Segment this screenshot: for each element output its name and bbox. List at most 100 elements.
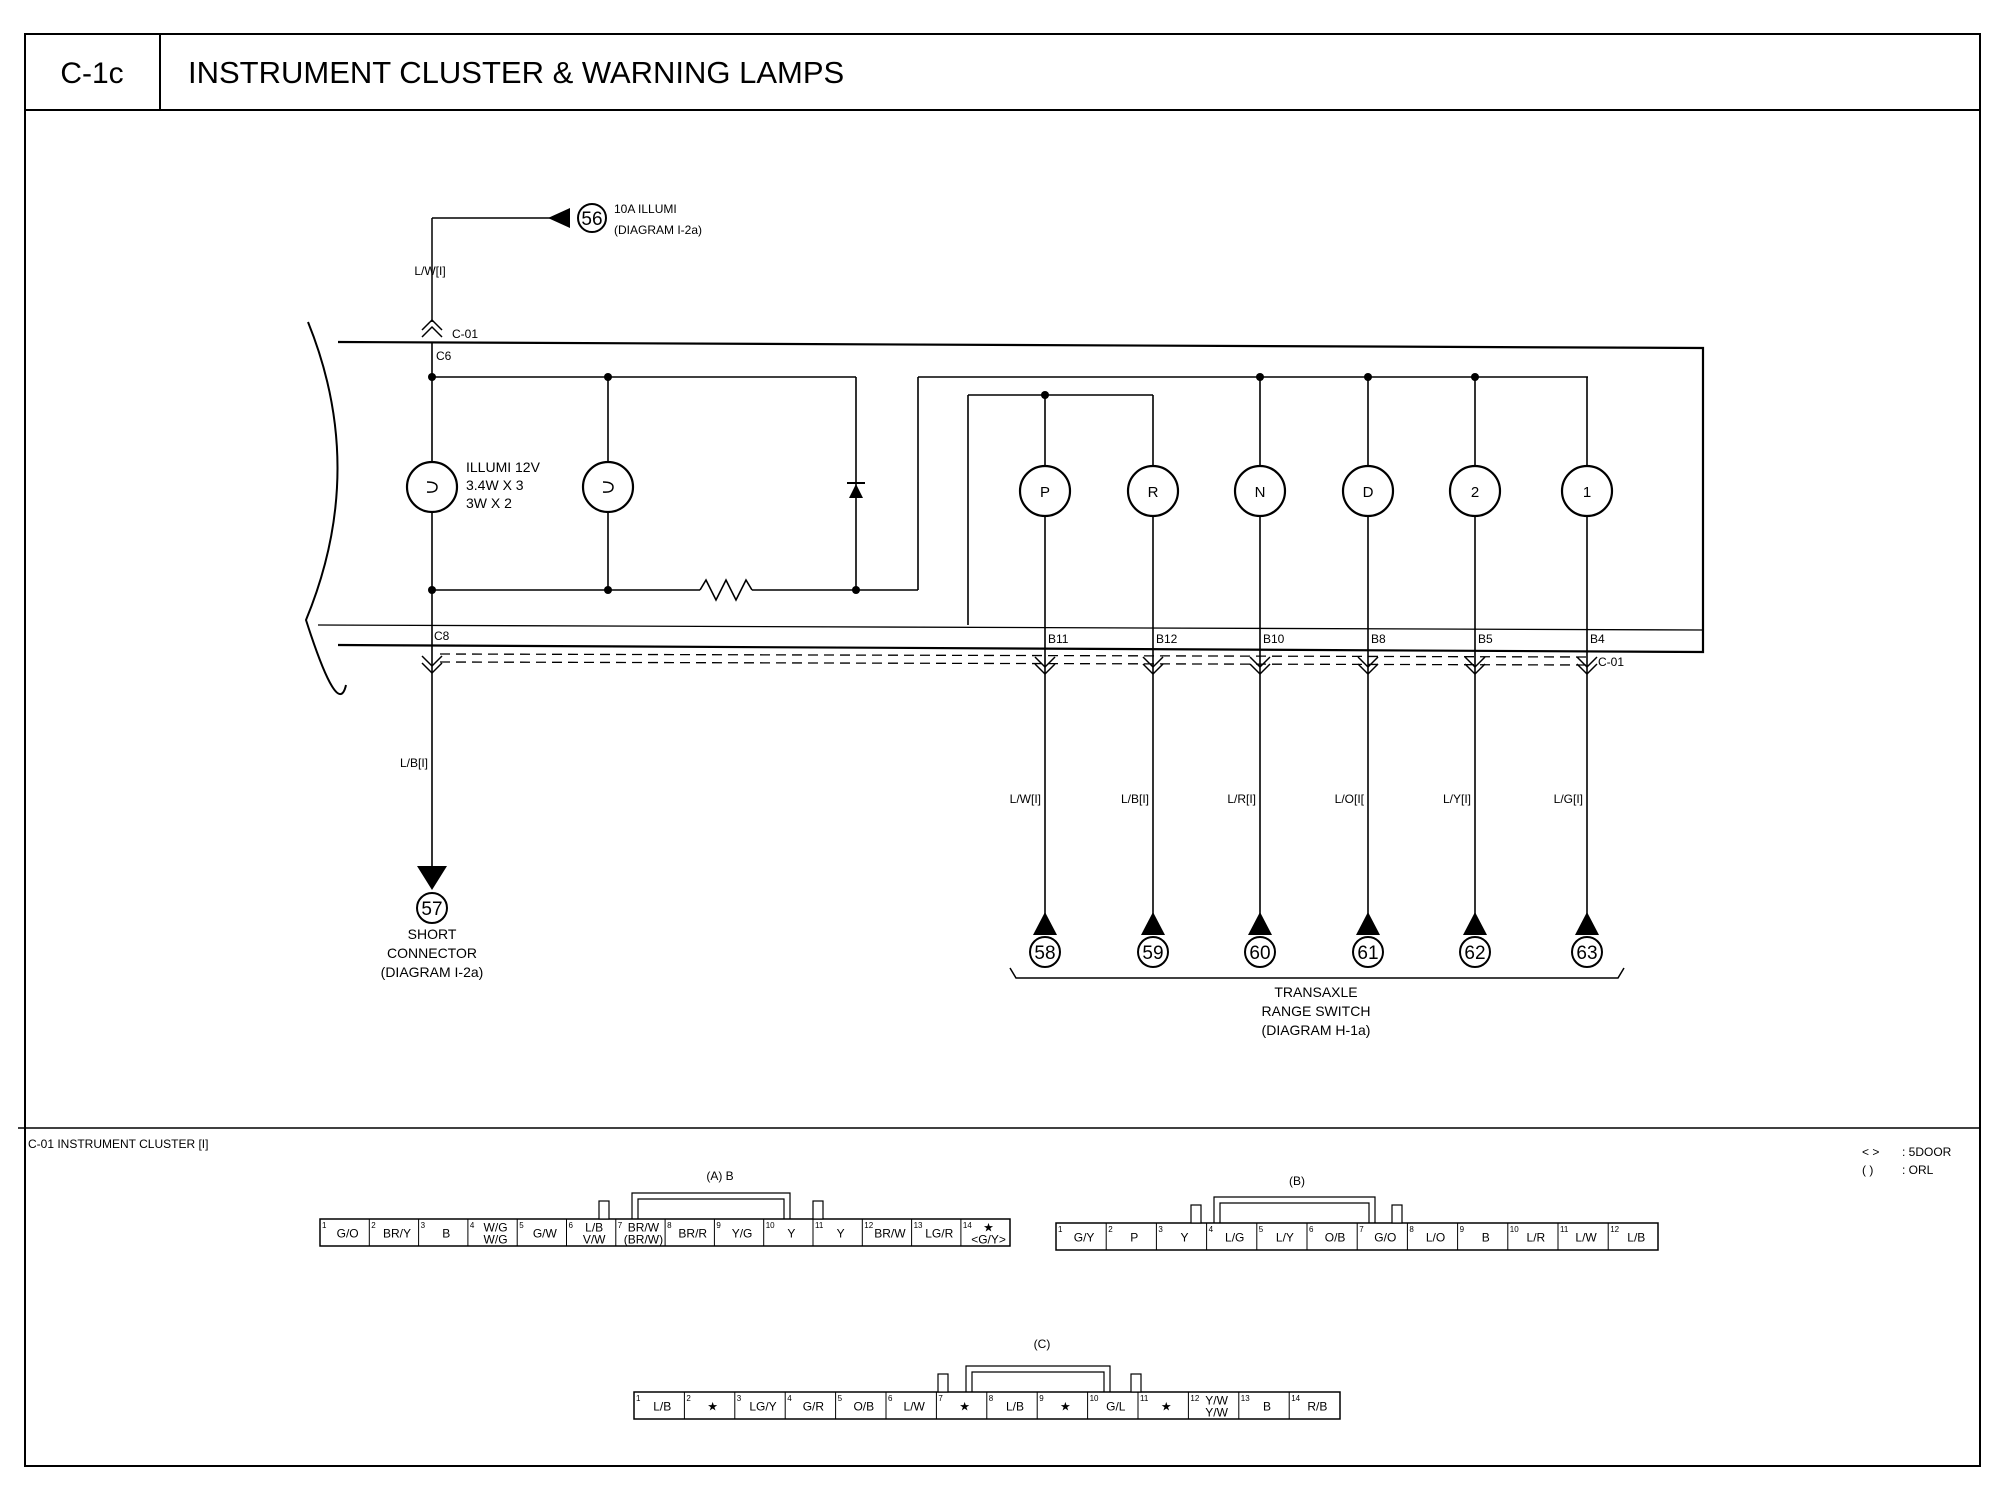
pin-number: 8 bbox=[989, 1394, 994, 1403]
chevron-stroke bbox=[1576, 663, 1598, 676]
pin-number: 11 bbox=[815, 1221, 824, 1230]
chevron-stroke bbox=[1464, 663, 1486, 676]
cluster-boundary bbox=[304, 321, 1705, 696]
lamp-connector-circle bbox=[1459, 936, 1491, 968]
connector-label-right: C-01 bbox=[1598, 655, 1624, 669]
pin-color: L/B bbox=[653, 1400, 671, 1414]
pin-color: G/R bbox=[803, 1400, 825, 1414]
harness-bottom bbox=[431, 645, 1588, 870]
lamp-pin-label: B10 bbox=[1263, 632, 1285, 646]
connector-bracket bbox=[631, 1192, 791, 1219]
pin-color: L/B bbox=[585, 1221, 603, 1235]
pin-color: G/L bbox=[1106, 1400, 1126, 1414]
chevron-stroke bbox=[1249, 663, 1271, 676]
pin-number: 12 bbox=[1610, 1225, 1619, 1234]
chevron-stroke bbox=[1464, 656, 1486, 669]
connector-latch bbox=[1391, 1204, 1403, 1224]
pin-color: (BR/W) bbox=[624, 1233, 663, 1247]
arrow-down-icon bbox=[417, 866, 447, 890]
source-diagram-ref: (DIAGRAM I-2a) bbox=[614, 223, 702, 237]
pin-number: 6 bbox=[569, 1221, 574, 1230]
wire-junctions bbox=[428, 373, 1479, 594]
bulb-filament-icon bbox=[602, 481, 614, 493]
pin-color: L/B bbox=[1627, 1231, 1645, 1245]
connector-chevron-icon bbox=[421, 318, 443, 338]
top-source-connector: 56 bbox=[431, 203, 607, 322]
pin-number: 5 bbox=[519, 1221, 524, 1230]
pin-color: G/W bbox=[533, 1227, 558, 1241]
legend-sym-5door: < > bbox=[1862, 1145, 1879, 1159]
pin-color: L/O bbox=[1426, 1231, 1445, 1245]
pin-color: O/B bbox=[853, 1400, 874, 1414]
pin-color: R/B bbox=[1307, 1400, 1327, 1414]
transaxle-bracket bbox=[1009, 967, 1625, 979]
connector-chevron-icon bbox=[421, 655, 443, 675]
diagram-code: C-1c bbox=[60, 57, 123, 90]
pin-number: 1 bbox=[636, 1394, 641, 1403]
pin-color: BR/Y bbox=[383, 1227, 411, 1241]
lamp-circle bbox=[1341, 464, 1395, 518]
wire-label-top: L/W[I] bbox=[414, 264, 445, 278]
arrow-up-icon bbox=[1575, 912, 1599, 935]
pin-number: 8 bbox=[667, 1221, 672, 1230]
lamp-connector-num: 60 bbox=[1249, 943, 1270, 964]
lamp-spec-2: 3.4W X 3 bbox=[466, 477, 524, 493]
pin-color: Y/W bbox=[1205, 1406, 1228, 1420]
pin-number: 11 bbox=[1560, 1225, 1569, 1234]
warning-lamps: PB11L/W[I]58RB12L/B[I]59NB10L/R[I]60DB8L… bbox=[1010, 464, 1614, 968]
pin-number: 13 bbox=[1241, 1394, 1250, 1403]
illumi-bulb-1 bbox=[405, 460, 459, 514]
pin-number: 6 bbox=[1309, 1225, 1314, 1234]
lamp-wire-label: L/O[I[ bbox=[1335, 792, 1365, 806]
pin-number: 4 bbox=[787, 1394, 792, 1403]
connector-b-label: (B) bbox=[1289, 1174, 1305, 1188]
connector-chevron-icon bbox=[1034, 656, 1056, 676]
pin-color: LG/R bbox=[925, 1227, 953, 1241]
connector-a-label: (A) B bbox=[706, 1169, 733, 1183]
lamp-wire-label: L/B[I] bbox=[1121, 792, 1149, 806]
chevron-stroke bbox=[1357, 656, 1379, 669]
chevron-stroke bbox=[1357, 663, 1379, 676]
pin-color: <G/Y> bbox=[971, 1233, 1006, 1247]
lamp-letter: N bbox=[1255, 484, 1266, 501]
pin-color: L/B bbox=[1006, 1400, 1024, 1414]
pin-number: 3 bbox=[1158, 1225, 1163, 1234]
transaxle-line1: TRANSAXLE bbox=[1274, 984, 1357, 1000]
arrow-up-icon bbox=[1033, 912, 1057, 935]
connector-latch bbox=[937, 1373, 949, 1393]
legend-sym-orl: ( ) bbox=[1862, 1163, 1873, 1177]
pin-color: B bbox=[1263, 1400, 1271, 1414]
pin-color: G/O bbox=[337, 1227, 359, 1241]
pin-number: 7 bbox=[938, 1394, 943, 1403]
pin-color: W/G bbox=[484, 1221, 508, 1235]
pin-number: 7 bbox=[618, 1221, 623, 1230]
pin-label-c8: C8 bbox=[434, 629, 450, 643]
lamp-wire-label: L/Y[I] bbox=[1443, 792, 1471, 806]
lamp-connector-circle bbox=[1244, 936, 1276, 968]
chevron-stroke bbox=[1142, 663, 1164, 676]
pin-number: 5 bbox=[838, 1394, 843, 1403]
pin-number: 4 bbox=[1209, 1225, 1214, 1234]
pin-color: ★ bbox=[1060, 1400, 1071, 1414]
connector-bracket bbox=[965, 1365, 1111, 1392]
lamp-pin-label: B12 bbox=[1156, 632, 1178, 646]
lamp-wire-label: L/R[I] bbox=[1227, 792, 1256, 806]
pin-color: Y bbox=[1180, 1231, 1188, 1245]
pin-color: W/G bbox=[484, 1233, 508, 1247]
short-connector-line1: SHORT bbox=[408, 926, 457, 942]
lamp-letter: 2 bbox=[1471, 484, 1479, 501]
short-connector-line2: CONNECTOR bbox=[387, 945, 477, 961]
pin-number: 1 bbox=[1058, 1225, 1063, 1234]
pin-color: ★ bbox=[983, 1221, 994, 1235]
arrow-up-icon bbox=[1356, 912, 1380, 935]
lamp-circle bbox=[1126, 464, 1180, 518]
connector-bracket bbox=[1213, 1196, 1376, 1223]
lamp-circle bbox=[1233, 464, 1287, 518]
pin-number: 9 bbox=[1460, 1225, 1465, 1234]
pin-number: 6 bbox=[888, 1394, 893, 1403]
pin-number: 4 bbox=[470, 1221, 475, 1230]
